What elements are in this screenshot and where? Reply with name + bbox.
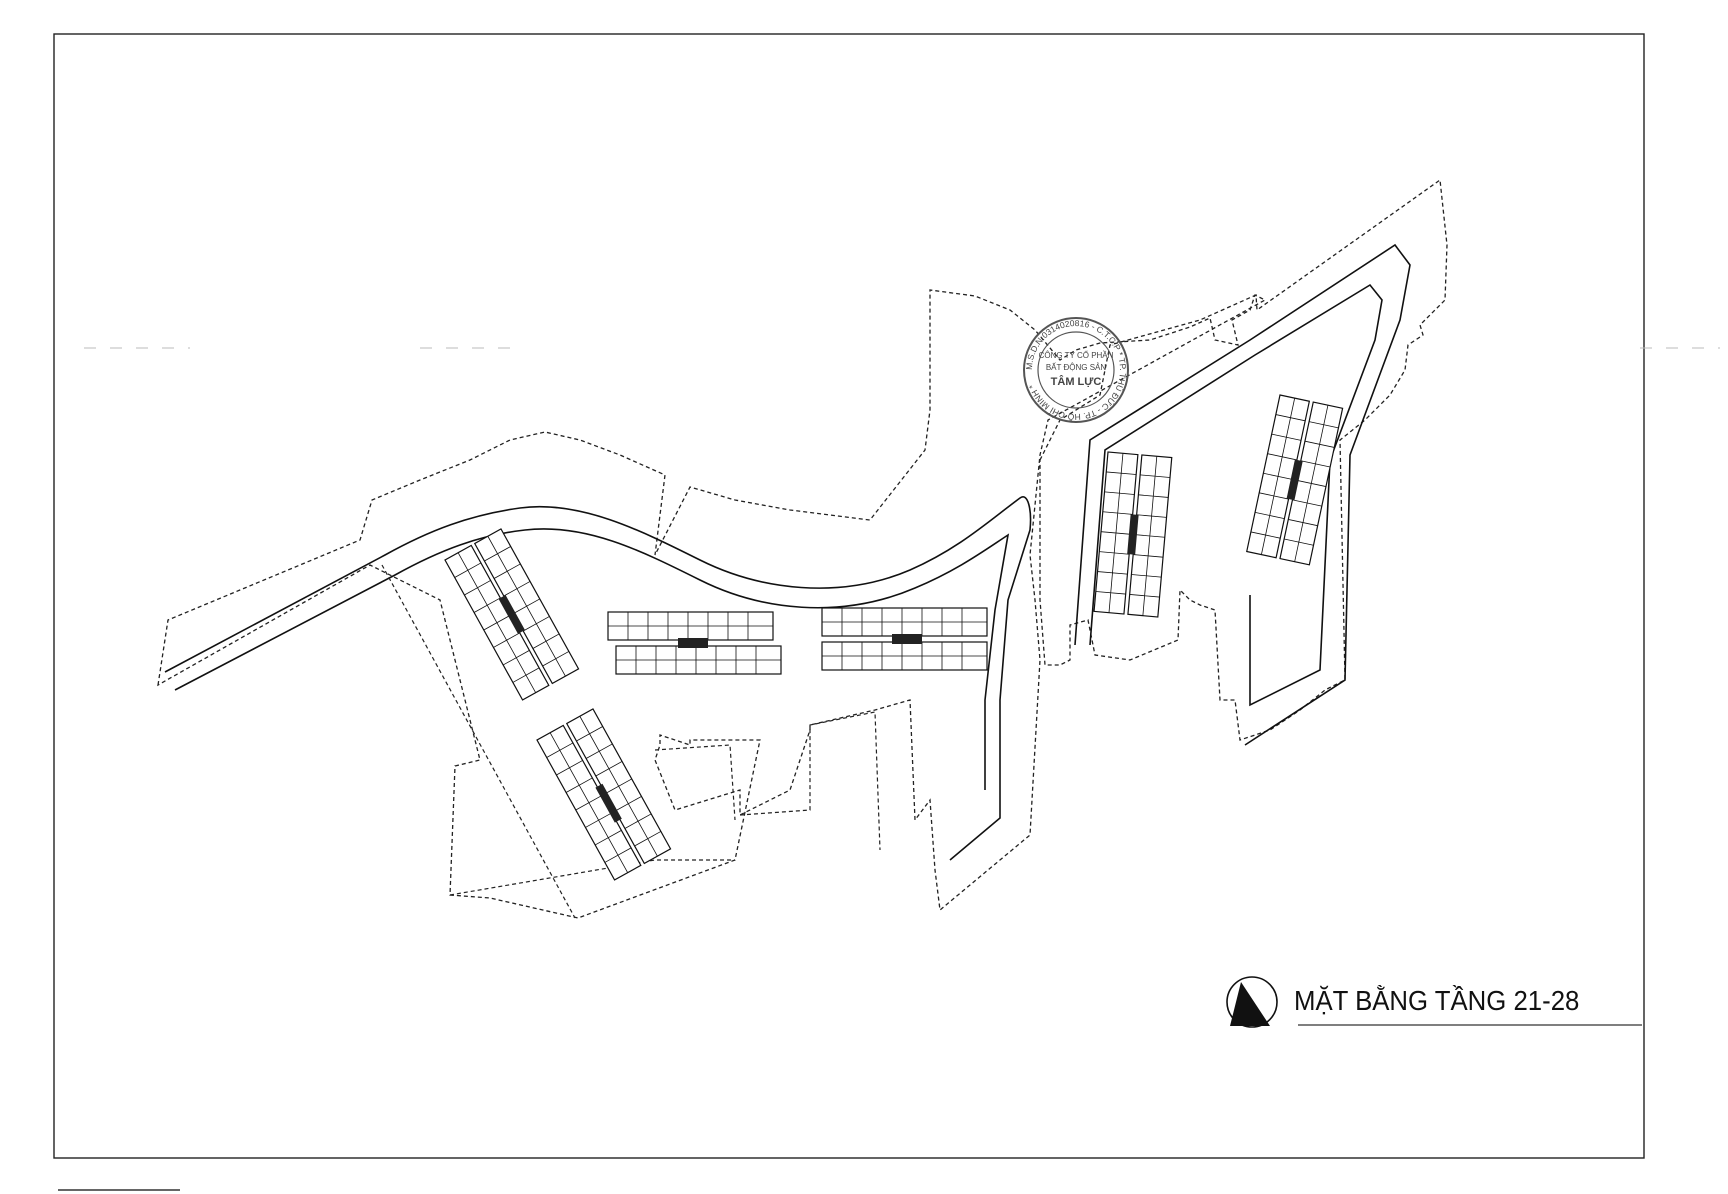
- tower-block-west-4: [821, 607, 988, 671]
- sheet-border: [53, 33, 1645, 1159]
- east-site-boundary: [1039, 178, 1448, 741]
- stamp-line-3: TÂM LỰC: [1051, 375, 1102, 388]
- tower-block-west-3: [607, 611, 782, 675]
- tower-block-west-1: [444, 528, 580, 701]
- east-road-outer: [1074, 243, 1411, 746]
- east-road-inner: [1089, 283, 1383, 707]
- west-road-outer: [164, 496, 1032, 861]
- stamp-line-1: CÔNG TY CỔ PHẦN: [1039, 350, 1114, 360]
- stamp-line-2: BẤT ĐỘNG SẢN: [1046, 362, 1107, 372]
- drawing-title: MẶT BẰNG TẦNG 21-28: [1294, 985, 1580, 1016]
- tower-block-east-2: [1246, 394, 1344, 566]
- tower-block-west-2: [536, 708, 672, 881]
- company-stamp: M.S.D.N:0314020816 - C.T.C.P * TP. THỦ Đ…: [1023, 317, 1129, 423]
- west-site-boundary: [157, 289, 1267, 919]
- tower-block-east-1: [1093, 451, 1173, 618]
- north-arrow-icon: [1226, 976, 1278, 1028]
